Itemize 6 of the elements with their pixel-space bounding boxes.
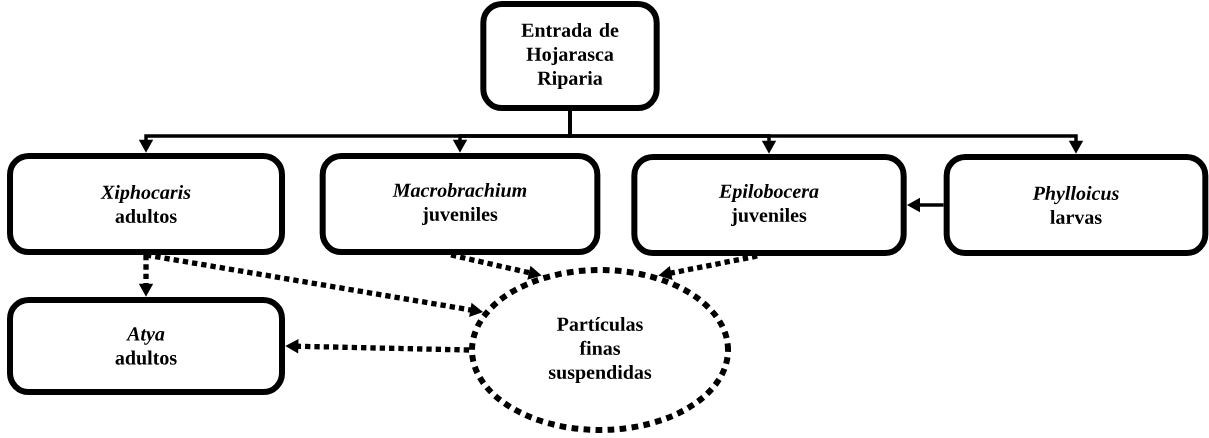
process-box: Phylloicus larvas [943, 154, 1209, 256]
process-box: Macrobrachium juveniles [319, 153, 601, 255]
process-box: Xiphocaris adultos [7, 153, 285, 255]
process-box: Epilobocera juveniles [631, 154, 907, 256]
process-box: Atya adultos [7, 297, 285, 395]
process-box: Entrada de Hojarasca Riparia [480, 1, 660, 111]
